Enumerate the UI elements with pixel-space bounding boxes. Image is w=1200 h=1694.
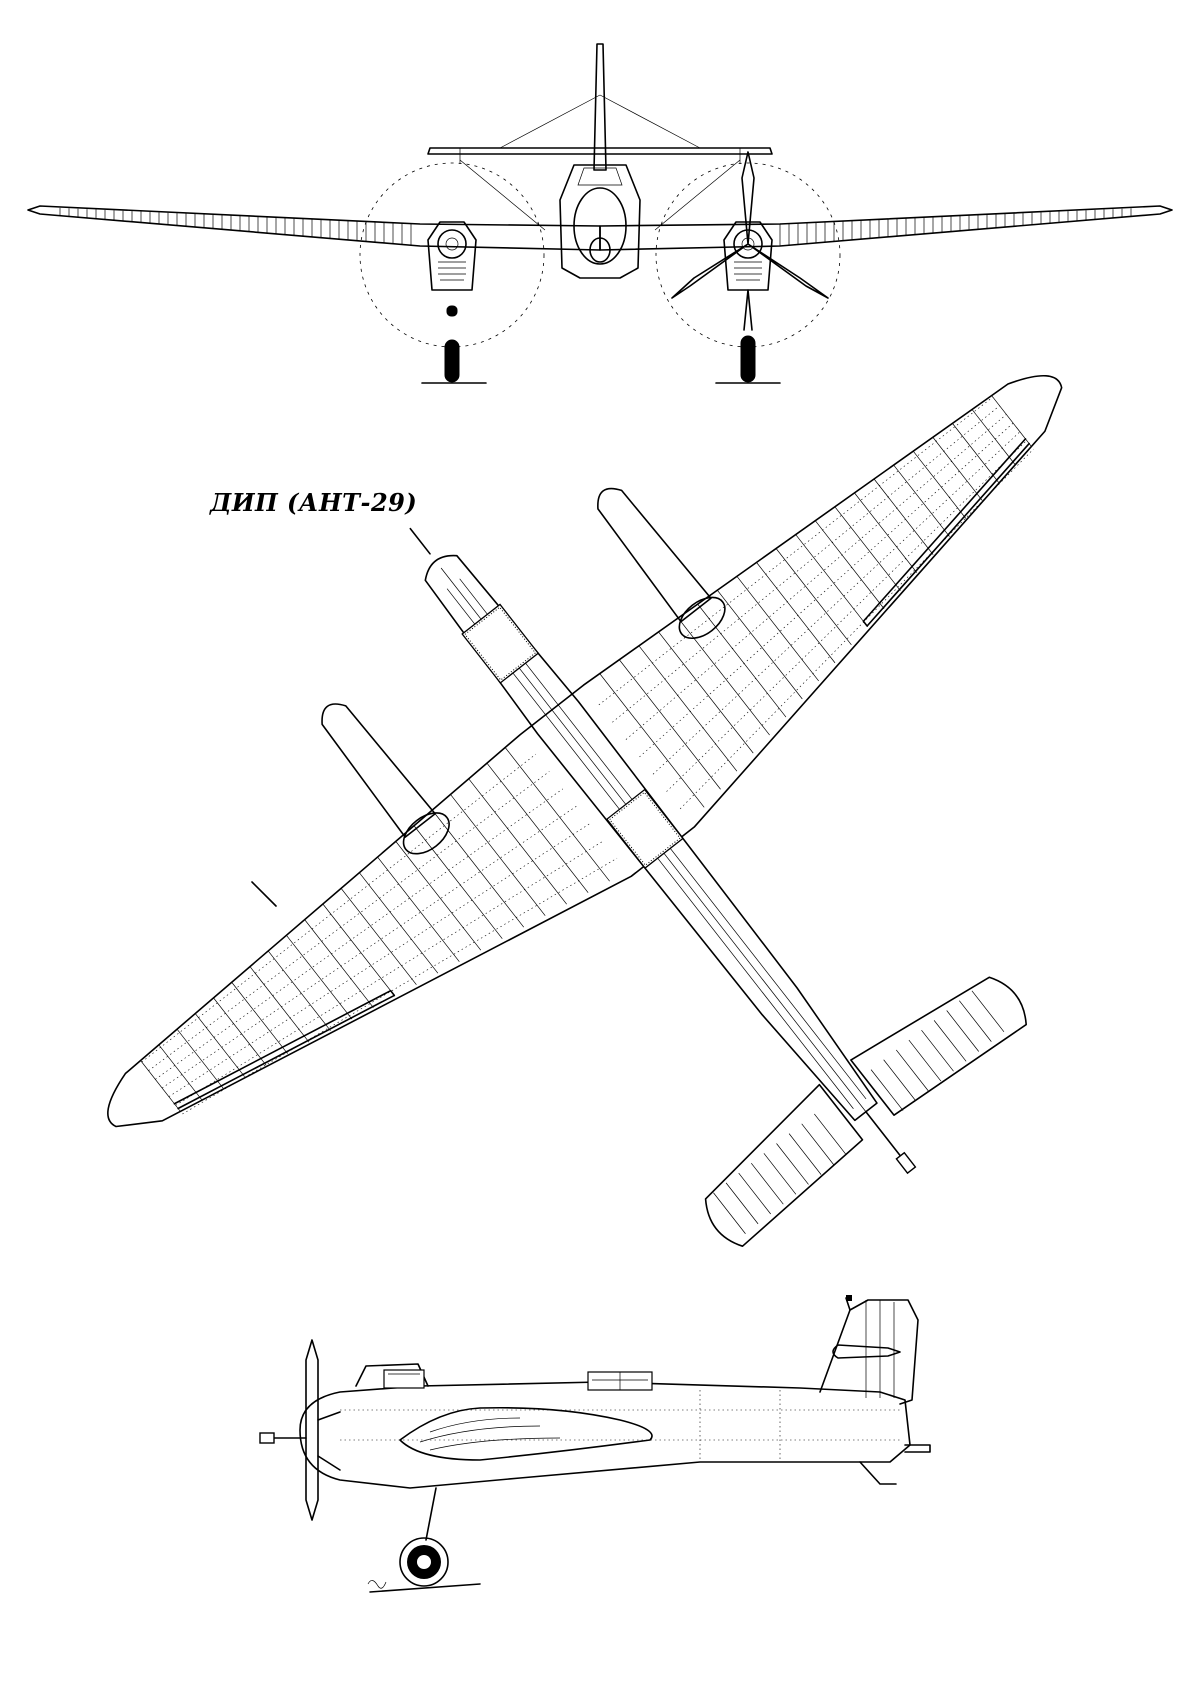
fin-side: [819, 1299, 919, 1405]
fin-front: [593, 43, 607, 171]
cockpit-panel-rear: [605, 788, 684, 869]
propeller-side: [305, 1339, 319, 1521]
wing-root-side: [399, 1406, 653, 1461]
fuselage-planform: [424, 554, 878, 1122]
right-propeller-blades: [671, 151, 829, 299]
left-wing-front: [27, 205, 601, 251]
right-nacelle-front: [723, 221, 773, 291]
left-wheel-front: [444, 339, 460, 383]
cockpit-panel-front: [461, 603, 540, 684]
tailplane-front: [427, 147, 773, 155]
right-wheel-front: [740, 335, 756, 383]
main-wheel-side: [399, 1537, 449, 1587]
right-wing-front: [599, 205, 1173, 251]
fuselage-side: [299, 1381, 911, 1489]
wing-planform: [107, 374, 1063, 1128]
left-nacelle-front: [427, 221, 477, 291]
left-nacelle-top: [321, 703, 436, 838]
fuselage-front: [559, 164, 641, 279]
drawing-title: ДИП (АНТ-29): [210, 488, 418, 517]
wing-panel-grid: [140, 395, 1034, 1115]
tailplane-grid: [713, 990, 1005, 1234]
right-nacelle-top: [597, 487, 712, 623]
wing-ribs-front: [59, 207, 1132, 246]
tailplane-planform: [704, 976, 1028, 1247]
